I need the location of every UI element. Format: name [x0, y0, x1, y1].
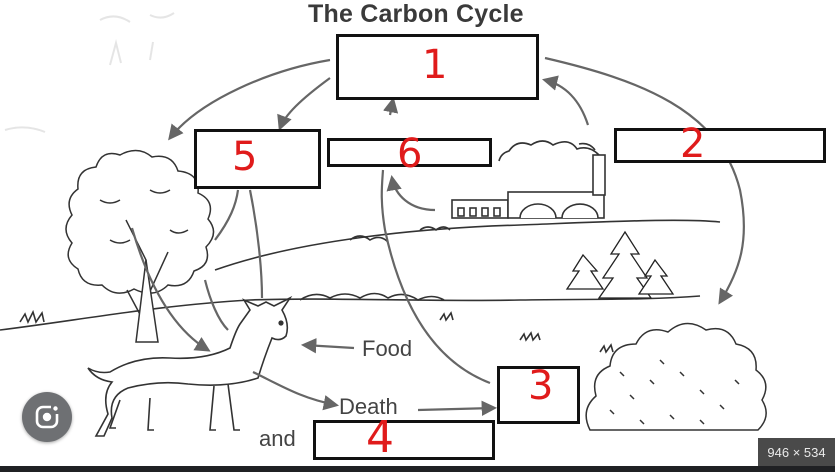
handwritten-number-4: 4 [366, 412, 394, 463]
landscape [0, 219, 721, 354]
handwritten-number-5: 5 [232, 134, 258, 180]
answer-box-4[interactable] [313, 420, 495, 460]
death-label: Death [339, 394, 398, 419]
image-dimensions-badge: 946 × 534 [758, 438, 835, 468]
food-label: Food [362, 336, 413, 361]
bush-drawing [585, 322, 767, 431]
lens-glyph-icon [35, 402, 63, 429]
faint-background-marks [4, 12, 175, 133]
deer-drawing [87, 295, 293, 437]
cycle-arrows [130, 56, 746, 417]
diagram-title: The Carbon Cycle [308, 0, 524, 28]
handwritten-number-6: 6 [397, 131, 423, 177]
answer-box-2[interactable] [614, 128, 826, 163]
handwritten-number-1: 1 [422, 42, 448, 88]
answer-box-6[interactable] [327, 138, 492, 167]
answer-box-3[interactable] [497, 366, 580, 424]
bottom-bar [0, 466, 835, 472]
pine-trees-drawing [565, 230, 675, 299]
deciduous-tree-drawing [65, 149, 215, 343]
answer-box-1[interactable] [336, 34, 539, 100]
handwritten-number-2: 2 [680, 121, 706, 167]
google-lens-icon[interactable] [22, 392, 72, 442]
factory-drawing [451, 140, 606, 219]
answer-box-5[interactable] [194, 129, 321, 189]
and-label: and [259, 426, 296, 451]
handwritten-number-3: 3 [528, 363, 554, 409]
